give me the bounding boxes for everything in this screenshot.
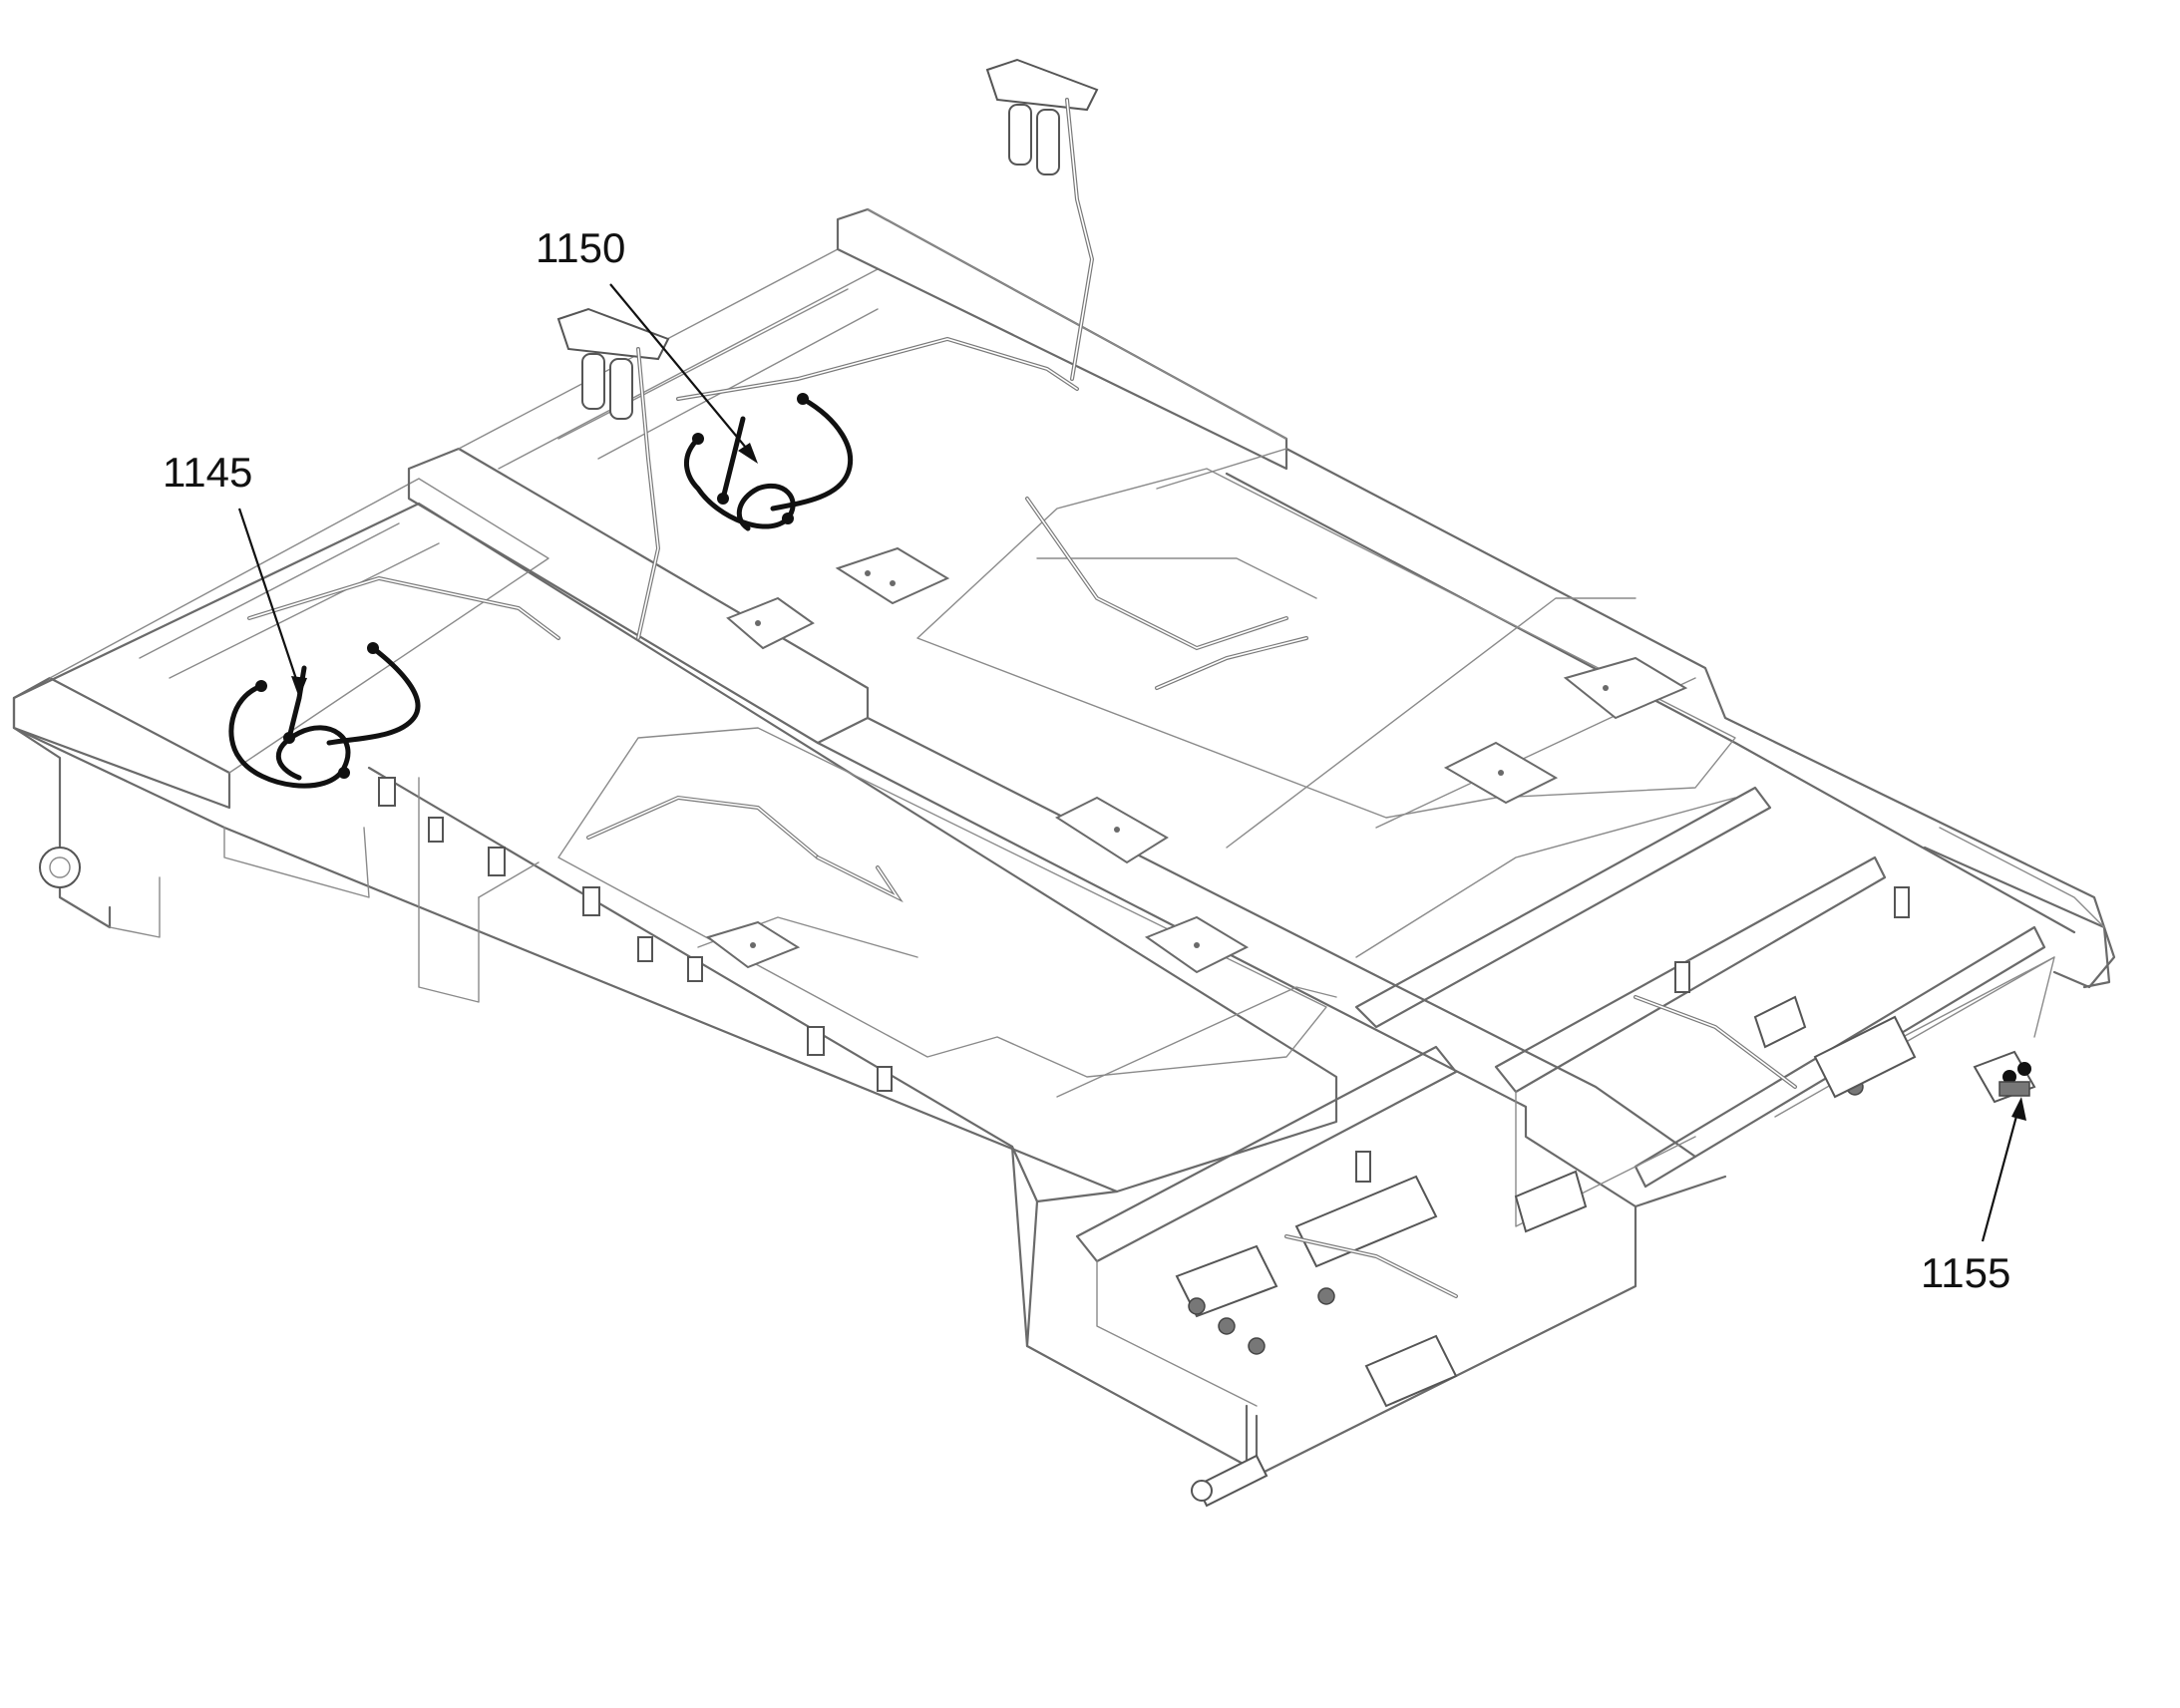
front-cross-member <box>12 478 549 810</box>
callout-1145: 1145 <box>163 449 307 698</box>
harness-1145 <box>228 642 421 789</box>
rail-brackets <box>378 777 1910 1183</box>
left-bay-frame <box>557 727 1337 1098</box>
ref-label-1145: 1145 <box>163 449 252 496</box>
leader-line-1150 <box>609 283 752 455</box>
callout-1155: 1155 <box>1921 1097 2026 1296</box>
light-wiring <box>247 336 1797 1298</box>
front-axle-disc <box>39 847 81 888</box>
left-side-rail <box>12 502 1338 1468</box>
chassis-frame <box>12 58 2116 1508</box>
arrowhead-1145 <box>291 676 307 698</box>
callout-1150: 1150 <box>536 224 758 464</box>
rear-components <box>1175 995 2036 1508</box>
rear-cross-braces <box>1075 786 2055 1407</box>
right-side-rail <box>1156 447 2116 989</box>
ref-label-1155: 1155 <box>1921 1249 2010 1296</box>
mounting-plates <box>705 546 1688 974</box>
ref-label-1150: 1150 <box>536 224 625 271</box>
upper-air-tank-assembly <box>985 58 1099 381</box>
middle-air-tank-assembly <box>556 307 670 640</box>
harness-1150 <box>683 393 854 531</box>
harness-1155 <box>1998 1062 2031 1097</box>
arrowhead-1155 <box>2011 1097 2026 1121</box>
arrowhead-1150 <box>738 443 758 464</box>
leader-line-1155 <box>1981 1108 2020 1242</box>
right-bay-frame <box>916 468 1736 958</box>
leader-line-1145 <box>237 508 301 689</box>
rear-cross-member <box>836 207 1288 471</box>
